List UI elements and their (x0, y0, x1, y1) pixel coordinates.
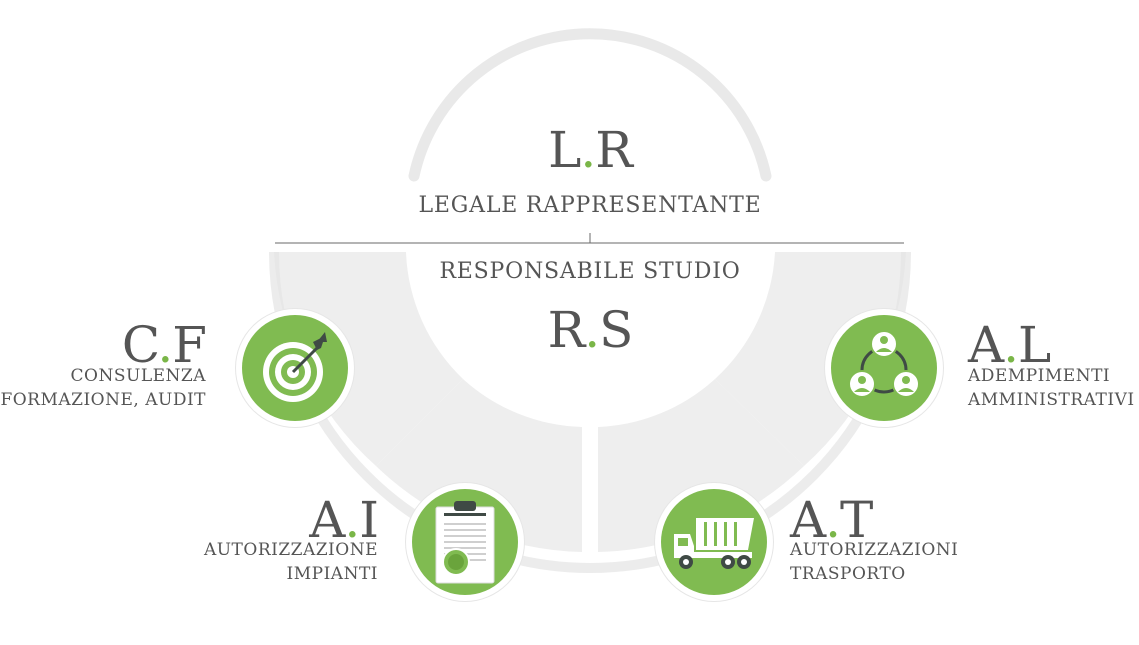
top-abbr-suffix: R (595, 121, 633, 179)
node-at-abbr-dot: . (825, 491, 841, 549)
node-at-line1: AUTORIZZAZIONI (790, 540, 959, 560)
center-abbreviation: R.S (490, 305, 690, 355)
center-abbr-dot: . (584, 301, 600, 359)
top-arc (408, 28, 772, 182)
ring-segment-right (715, 252, 906, 466)
node-ai-abbr-suffix: I (359, 491, 379, 549)
node-cf-abbr-dot: . (157, 316, 173, 374)
node-cf-button[interactable] (236, 309, 354, 427)
clipboard-icon (435, 501, 495, 584)
node-at-abbreviation: A.T (790, 495, 940, 545)
node-ai-abbreviation: A.I (230, 495, 379, 545)
top-abbreviation: L.R (490, 125, 690, 175)
node-ai-line2: IMPIANTI (286, 564, 378, 584)
top-abbr-dot: . (580, 121, 596, 179)
node-cf-line2: FORMAZIONE, AUDIT (0, 390, 206, 410)
node-ai-label: AUTORIZZAZIONE IMPIANTI (150, 538, 378, 586)
node-at-label: AUTORIZZAZIONI TRASPORTO (790, 538, 1010, 586)
top-title: LEGALE RAPPRESENTANTE (418, 193, 762, 218)
ring-segment-bottom-right (598, 379, 804, 552)
truck-icon (674, 518, 754, 569)
center-abbr-suffix: S (599, 301, 633, 359)
node-at-abbr-prefix: A (790, 491, 826, 549)
node-ai-abbr-prefix: A (309, 491, 345, 549)
ring-segment-left (274, 252, 463, 466)
node-al-abbr-suffix: L (1018, 316, 1051, 374)
node-cf-label: CONSULENZA FORMAZIONE, AUDIT (0, 364, 206, 412)
node-al-label: ADEMPIMENTI AMMINISTRATIVI (968, 364, 1139, 412)
ring-segment-bottom-left (376, 379, 582, 552)
center-abbr-prefix: R (547, 301, 586, 359)
node-al-button[interactable] (825, 309, 943, 427)
node-cf-abbr-suffix: F (172, 316, 207, 374)
node-at-abbr-suffix: T (840, 491, 873, 549)
node-cf-abbr-prefix: C (121, 316, 158, 374)
node-cf-line1: CONSULENZA (70, 366, 206, 386)
node-ai-line1: AUTORIZZAZIONE (203, 540, 378, 560)
node-al-abbr-dot: . (1003, 316, 1019, 374)
target-icon (263, 332, 327, 402)
node-at-button[interactable] (655, 483, 773, 601)
node-al-line2: AMMINISTRATIVI (968, 390, 1135, 410)
node-al-abbreviation: A.L (968, 320, 1118, 370)
node-cf-abbreviation: C.F (60, 320, 207, 370)
node-al-abbr-prefix: A (968, 316, 1004, 374)
top-abbr-prefix: L (548, 121, 581, 179)
node-at-line2: TRASPORTO (790, 564, 906, 584)
node-ai-abbr-dot: . (344, 491, 360, 549)
center-title: RESPONSABILE STUDIO (439, 259, 741, 284)
node-al-line1: ADEMPIMENTI (968, 366, 1111, 386)
people-network-icon (848, 330, 920, 398)
node-ai-button[interactable] (406, 483, 524, 601)
